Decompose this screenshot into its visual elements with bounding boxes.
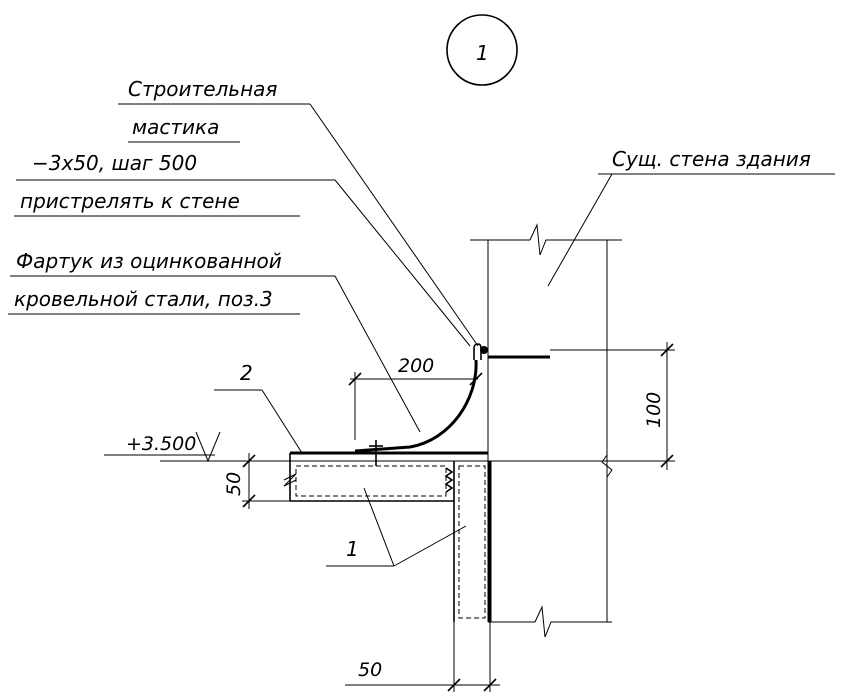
mastic-label-line1: Строительная [128, 77, 277, 101]
dim-200-tick-r [469, 372, 483, 386]
position-2: 2 [214, 361, 303, 454]
slab-reinforcement [295, 465, 447, 497]
roof-slab [160, 451, 675, 502]
mastic-blob [480, 346, 488, 354]
strip-leader [334, 179, 471, 347]
apron-label-line1: Фартук из оцинкованной [16, 249, 282, 273]
wall-leader [547, 173, 613, 287]
dim-100-tick-b [660, 454, 674, 468]
dimension-50-vertical: 50 [223, 453, 290, 509]
level-mark-text: +3.500 [126, 433, 196, 455]
dim-50b-tick-l [447, 678, 461, 692]
dim-50b-text: 50 [358, 659, 382, 681]
position-2-leader [261, 389, 303, 454]
slab-weld [444, 467, 454, 493]
wall-break-top-zigzag [529, 223, 622, 256]
mastic-leader [309, 103, 479, 347]
apron-label: Фартук из оцинкованной кровельной стали,… [8, 249, 421, 433]
wall-break-bottom-zigzag [534, 605, 612, 638]
position-1: 1 [326, 487, 467, 567]
apron-leader [334, 275, 421, 433]
wall-label-text: Сущ. стена здания [612, 147, 811, 171]
wall-back-break [601, 454, 613, 478]
strip-label-line2: пристрелять к стене [20, 189, 240, 213]
apron-label-line2: кровельной стали, поз.3 [14, 287, 273, 311]
dim-50v-tick-t [242, 454, 256, 468]
dim-50v-text: 50 [223, 472, 245, 496]
dim-50b-tick-r [483, 678, 497, 692]
wall-label: Сущ. стена здания [547, 147, 835, 287]
mastic-label-line2: мастика [132, 115, 219, 139]
column-reinforcement [458, 465, 486, 619]
dim-200-text: 200 [398, 355, 434, 377]
mastic-label: Строительная мастика [118, 77, 479, 347]
level-mark: +3.500 [104, 431, 221, 463]
position-1-leader-a [363, 487, 395, 567]
existing-wall [470, 223, 622, 638]
position-1-number: 1 [346, 537, 359, 561]
column [453, 461, 492, 622]
dim-200-tick-l [348, 372, 362, 386]
callout-number: 1 [476, 41, 489, 65]
dimension-100: 100 [550, 342, 675, 470]
strip-label: −3х50, шаг 500 пристрелять к стене [14, 151, 471, 347]
apron-curve [354, 359, 478, 453]
dim-100-text: 100 [643, 392, 665, 428]
dimension-50-bottom: 50 [345, 622, 500, 692]
dim-50v-tick-b [242, 494, 256, 508]
callout-marker: 1 [446, 14, 518, 86]
slab-break [283, 473, 297, 487]
level-mark-triangle [195, 431, 221, 463]
callout-circle [446, 14, 518, 86]
wall-strip [473, 343, 550, 360]
dimension-200: 200 [348, 355, 483, 440]
strip-label-line1: −3х50, шаг 500 [32, 151, 197, 175]
position-1-leader-b [393, 525, 467, 567]
position-2-number: 2 [240, 361, 253, 385]
apron-hook [473, 343, 482, 360]
dim-100-tick-t [660, 343, 674, 357]
